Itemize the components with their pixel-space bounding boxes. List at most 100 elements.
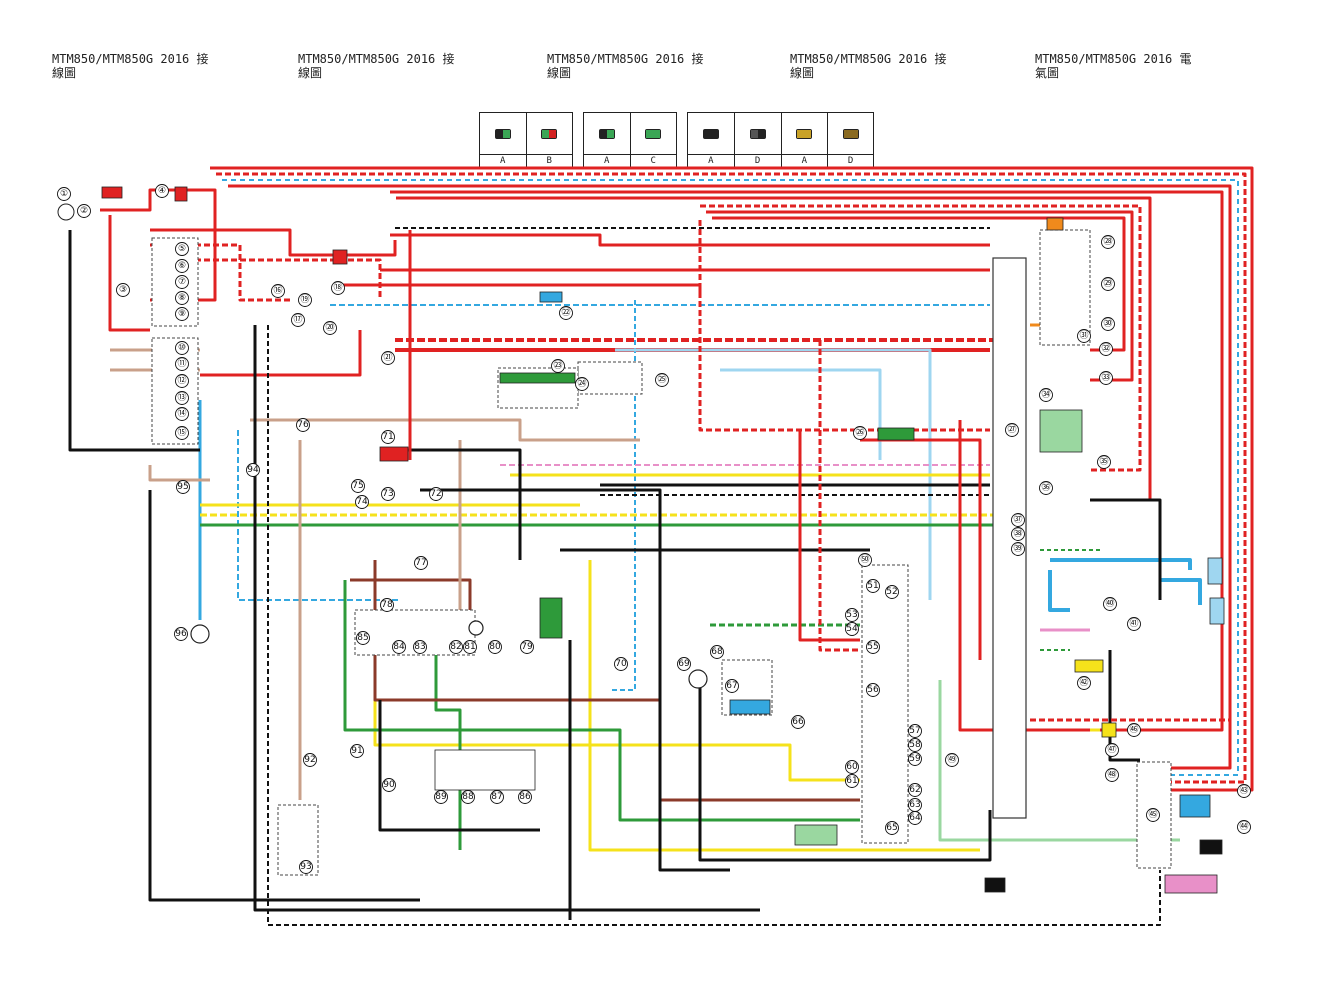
reference-number-circle [350, 744, 364, 758]
reference-number-label: 73 [382, 489, 393, 499]
connector-chips [101, 186, 1225, 894]
reference-number: ㊳ [1011, 527, 1025, 541]
reference-number-circle [908, 783, 922, 797]
wire-red-horizontal-2 [340, 283, 702, 295]
connector-label: D [828, 154, 873, 167]
reference-number-circle [1099, 342, 1113, 356]
reference-number: ⑱ [331, 281, 345, 295]
reference-number-circle [381, 430, 395, 444]
reference-number: 83 [413, 640, 427, 654]
header-2: MTM850/MTM850G 2016 接 線圖 [298, 52, 455, 80]
reference-number-circle [57, 187, 71, 201]
connector-cell: A [688, 113, 735, 167]
generator-icon [57, 203, 75, 221]
reference-number: ㉟ [1097, 455, 1111, 469]
reference-number-label: 54 [846, 624, 858, 634]
reference-number-circle [381, 487, 395, 501]
reference-number: ⑫ [175, 374, 189, 388]
reference-number: 79 [520, 640, 534, 654]
connector-icon [494, 128, 511, 139]
reference-number-circle [866, 579, 880, 593]
reference-number: 94 [246, 463, 260, 477]
reference-number: 62 [908, 783, 922, 797]
connector-chip [1101, 722, 1117, 738]
reference-number: 68 [710, 645, 724, 659]
reference-number-label: 68 [711, 647, 723, 657]
reference-number-circle [246, 463, 260, 477]
reference-number-circle [413, 640, 427, 654]
reference-number-label: 58 [909, 740, 921, 750]
reference-number-label: ㉝ [1101, 372, 1110, 383]
reference-number-circle [175, 341, 189, 355]
reference-number-label: ㊳ [1013, 528, 1022, 539]
reference-number: ㉞ [1039, 388, 1053, 402]
reference-number-label: 75 [352, 481, 363, 491]
reference-number: ㊲ [1011, 513, 1025, 527]
reference-number-circle [1127, 723, 1141, 737]
reference-number-circle [908, 738, 922, 752]
connector-table-2: A C [583, 112, 677, 168]
connector-chip [379, 446, 409, 462]
reference-number-circle [303, 753, 317, 767]
reference-number-label: 59 [909, 754, 921, 764]
reference-number: 54 [845, 622, 859, 636]
connector-chip [101, 186, 123, 199]
reference-number-label: 94 [247, 465, 259, 475]
reference-number-circle [323, 321, 337, 335]
reference-number-label: ⑯ [273, 285, 282, 296]
reference-number-circle [175, 275, 189, 289]
connector-chip [332, 249, 348, 265]
connector-chip [1207, 557, 1223, 585]
lamp-icon [468, 620, 484, 636]
reference-number-circle [1237, 820, 1251, 834]
reference-number-circle [520, 640, 534, 654]
reference-number: ㊱ [1039, 481, 1053, 495]
reference-number-label: ㉖ [855, 427, 864, 438]
reference-number-label: 82 [450, 642, 461, 652]
wire-yellow-5 [588, 560, 980, 852]
reference-number-label: 87 [491, 792, 502, 802]
connector-chip [1209, 597, 1225, 625]
reference-number-circle [559, 306, 573, 320]
wire-sky-blue-3 [237, 430, 400, 601]
connector-chip [1046, 217, 1064, 231]
connector-chip [1179, 794, 1211, 818]
reference-number-circle [858, 553, 872, 567]
reference-number-label: 90 [383, 780, 395, 790]
connector-cell: C [630, 113, 676, 167]
reference-number-label: 52 [886, 587, 897, 597]
fuse-box-upper [151, 237, 199, 327]
reference-number: ㉖ [853, 426, 867, 440]
reference-number-circle [175, 391, 189, 405]
wire-red-dashed-left [195, 258, 382, 300]
reference-number-label: ㉜ [1101, 343, 1110, 354]
connector-label: A [584, 154, 630, 167]
wire-harness [68, 166, 1254, 926]
reference-number-circle [1105, 743, 1119, 757]
reference-number-circle [1005, 423, 1019, 437]
reference-number-label: ㊺ [1148, 809, 1157, 820]
reference-number-label: 83 [414, 642, 425, 652]
wire-red-dashed-bus [216, 172, 1247, 784]
reference-number: ㉜ [1099, 342, 1113, 356]
reference-number-label: 65 [886, 823, 897, 833]
reference-number: 77 [414, 556, 428, 570]
reference-number: ㉒ [559, 306, 573, 320]
reference-number: ⑨ [175, 307, 189, 321]
reference-number: ⑦ [175, 275, 189, 289]
connector-icon [749, 128, 766, 139]
reference-number-label: ㉑ [383, 352, 392, 363]
connector-label: D [734, 154, 781, 167]
reference-number-circle [392, 640, 406, 654]
reference-number-label: 93 [300, 862, 311, 872]
wire-light-blue [615, 348, 932, 600]
connector-chip [539, 597, 563, 639]
reference-number: ⑮ [175, 426, 189, 440]
reference-number-label: 55 [867, 642, 878, 652]
connector-label: C [630, 154, 676, 167]
reference-number: 78 [380, 598, 394, 612]
reference-number-label: ⑫ [177, 375, 186, 386]
reference-number-label: 66 [792, 717, 804, 727]
reference-number-circle [331, 281, 345, 295]
